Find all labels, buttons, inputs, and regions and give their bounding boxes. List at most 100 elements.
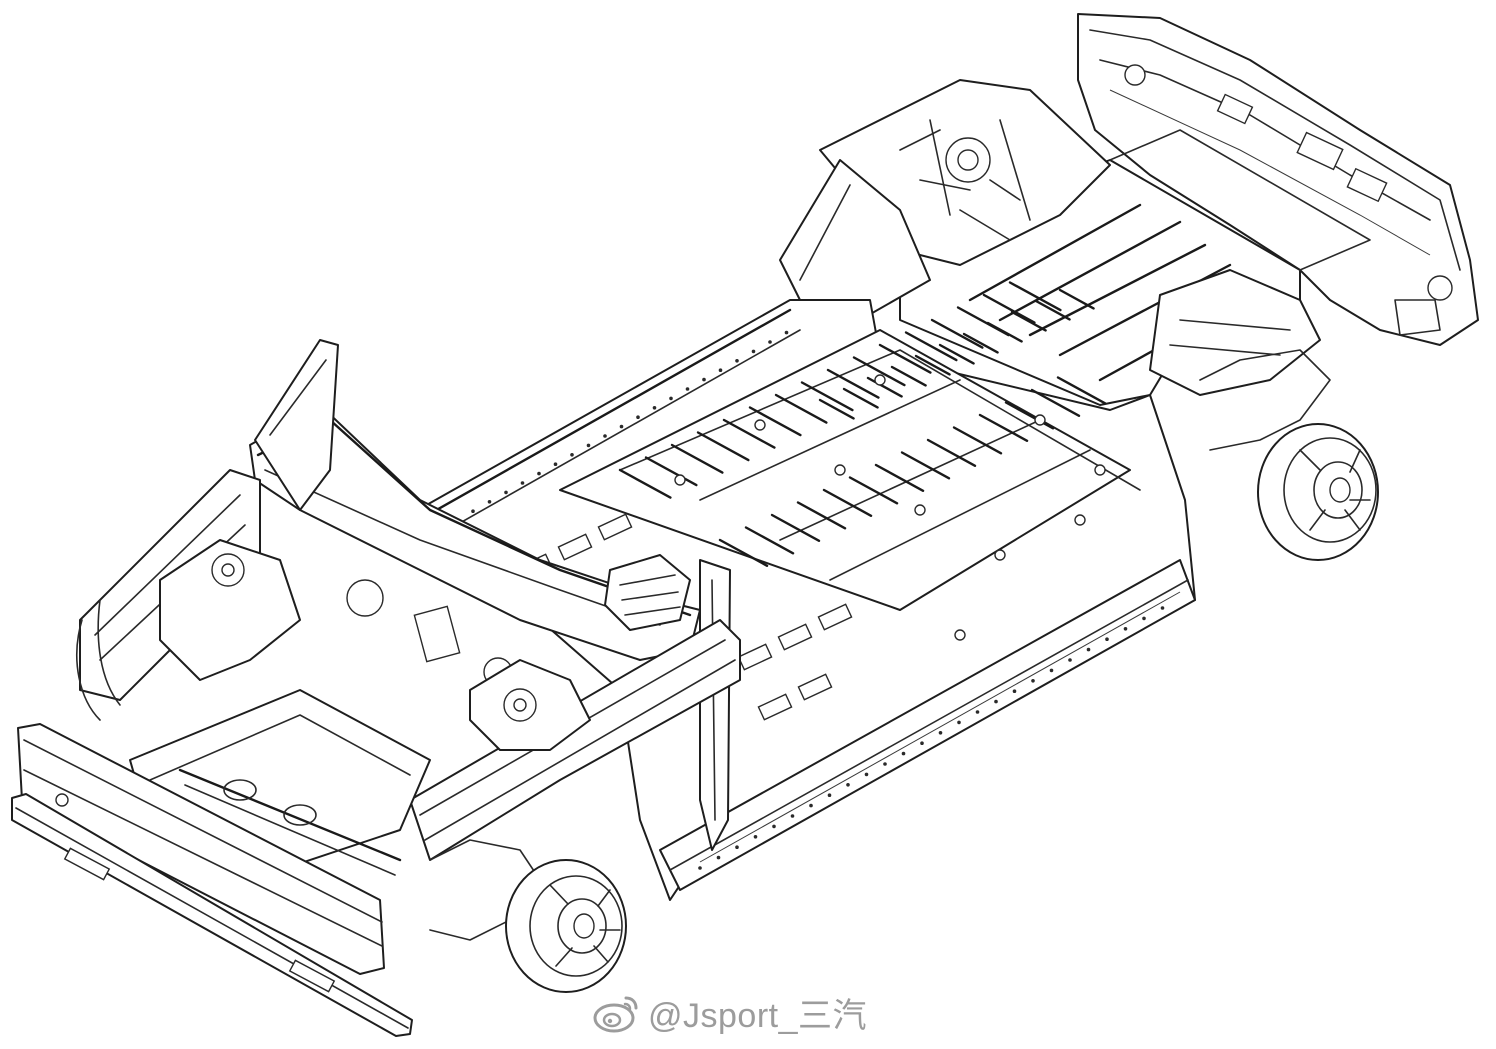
floor-rib [890,365,927,387]
rivet [751,349,756,354]
rivet [652,406,657,410]
floor-rib [952,426,1003,455]
rivet [702,377,706,382]
rivet [1049,668,1054,673]
rivet [883,762,887,766]
floor-rib [718,538,769,567]
rivet [570,453,574,457]
rivet [1105,637,1109,641]
rivet [718,368,723,373]
front-right-wheel [429,839,627,993]
rivet [735,845,739,849]
rivet [768,340,772,344]
floor-rib [982,293,1036,324]
rivet [1123,627,1128,631]
floor-panel [597,513,633,541]
floor-panel [557,533,593,561]
rivet [1086,647,1091,652]
rivet [735,359,739,363]
floor-rib [900,451,951,480]
front-bumper-beam [11,723,413,1037]
floor-rib [930,318,984,349]
floor-panel [737,643,773,671]
rivet [685,387,690,391]
mount-hole [754,419,766,431]
floor-rib [904,331,958,362]
floor-panel [797,673,833,701]
mount-hole [1074,514,1086,526]
rivet [553,462,558,467]
front-left-wheel [76,599,121,721]
floor-rib [818,398,855,420]
rivet [698,866,702,870]
floor-panel [817,603,853,631]
rivet [920,741,924,745]
mount-hole [1034,414,1046,426]
rivet [520,481,525,485]
floor-rib [1008,281,1062,312]
floor-rib [826,368,880,399]
floor-rib [848,476,899,505]
floor-rib [670,443,724,474]
floor-rib [1034,299,1071,321]
rivet [901,751,906,756]
weibo-icon [592,990,640,1034]
rivet [504,490,508,495]
floor-rib [722,418,776,449]
floor-rib [962,332,999,354]
rivet [1031,679,1035,683]
rivet [938,731,943,735]
rivet [827,793,832,797]
watermark-text: @Jsport_三汽 [648,996,868,1035]
mount-hole [1094,464,1106,476]
rivet [716,855,721,860]
floor-panel [757,693,793,721]
rivet [1068,658,1072,662]
floor-rib [866,376,903,398]
rivet [753,835,758,839]
rivet [809,803,813,808]
rivet [619,424,624,429]
rivet [790,814,795,818]
rivet [784,330,789,335]
floor-rib [774,393,828,424]
floor-panel [777,623,813,651]
rivet [1142,616,1146,621]
floor-rib [986,321,1023,343]
floor-rib [874,463,925,492]
rivet [994,699,998,704]
rivet [957,720,961,725]
rivet [669,396,673,401]
floor-rib [842,387,879,409]
floor-rib [978,413,1029,442]
floor-rib [938,343,975,365]
floor-rib [644,456,698,487]
floor-rib [852,356,906,387]
floor-rib [1030,388,1081,417]
floor-rib [618,468,672,499]
floor-rib [696,431,750,462]
floor-rib [914,354,951,376]
mount-hole [834,464,846,476]
floor-rib [1056,376,1107,405]
rivet [1012,689,1017,693]
mount-hole [874,374,886,386]
rivet [772,824,776,829]
rivet [846,783,850,787]
rivet [1160,606,1165,610]
rivet [636,415,640,420]
rear-body-structure [779,13,1479,406]
rivet [487,500,492,504]
floor-rib [1010,310,1047,332]
floor-rib [748,406,802,437]
floor-rib [770,513,821,542]
rivet [537,471,541,476]
rivet [975,710,980,714]
floor-rib [822,488,873,517]
rivet [603,434,607,438]
mount-hole [674,474,686,486]
rear-right-wheel [1199,349,1379,561]
rivet [586,443,591,448]
floor-rib [796,501,847,530]
seat-bracket [604,554,691,631]
